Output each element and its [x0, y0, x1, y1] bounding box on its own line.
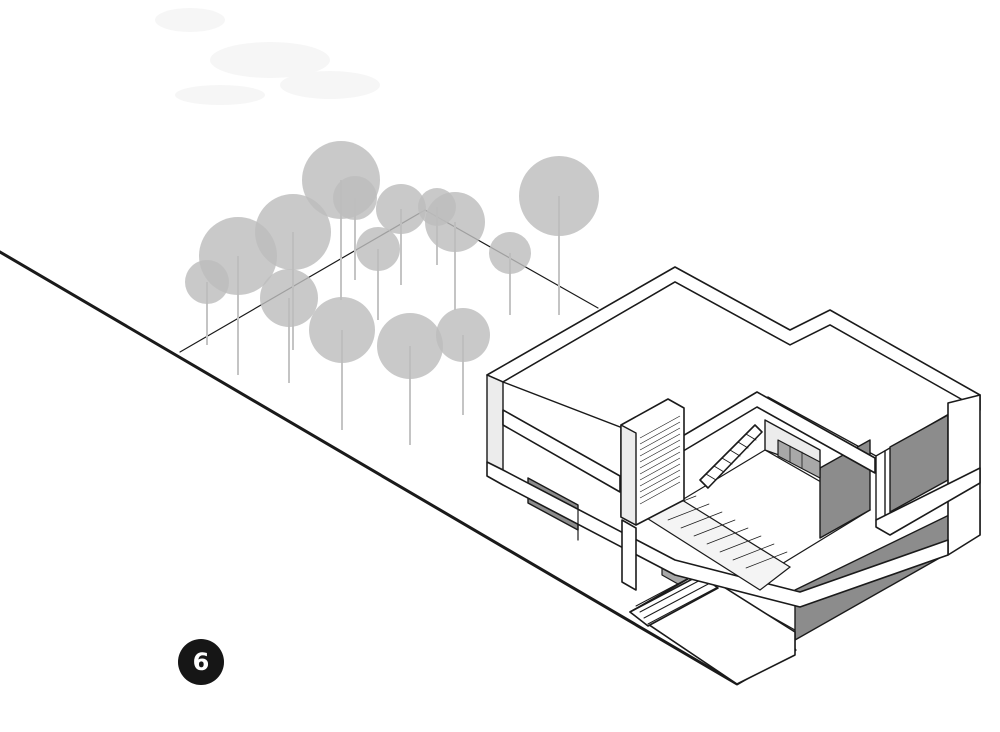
tree — [333, 176, 377, 280]
louvered-entrance-panel — [620, 398, 685, 526]
tree — [519, 156, 599, 315]
tree — [356, 227, 400, 320]
step-number-badge: 6 — [178, 639, 224, 685]
upper-frame-left-side — [486, 374, 504, 471]
second-floor-slab-right — [875, 467, 981, 536]
tree — [376, 184, 426, 285]
house — [486, 266, 981, 685]
entrance-stairs — [629, 569, 719, 627]
tree — [185, 260, 229, 345]
faint-background-foliage — [155, 8, 380, 105]
tree — [260, 269, 318, 383]
tree — [377, 313, 443, 445]
interior-staircase — [699, 424, 763, 489]
trees — [185, 141, 599, 445]
left-frame-opening — [502, 409, 621, 493]
tree — [436, 308, 490, 415]
support-column — [621, 519, 637, 591]
kitchen-cabinets — [777, 439, 821, 479]
tree — [425, 192, 485, 310]
outer-right-wall — [947, 394, 981, 556]
tree — [489, 232, 531, 315]
tree — [309, 297, 375, 430]
